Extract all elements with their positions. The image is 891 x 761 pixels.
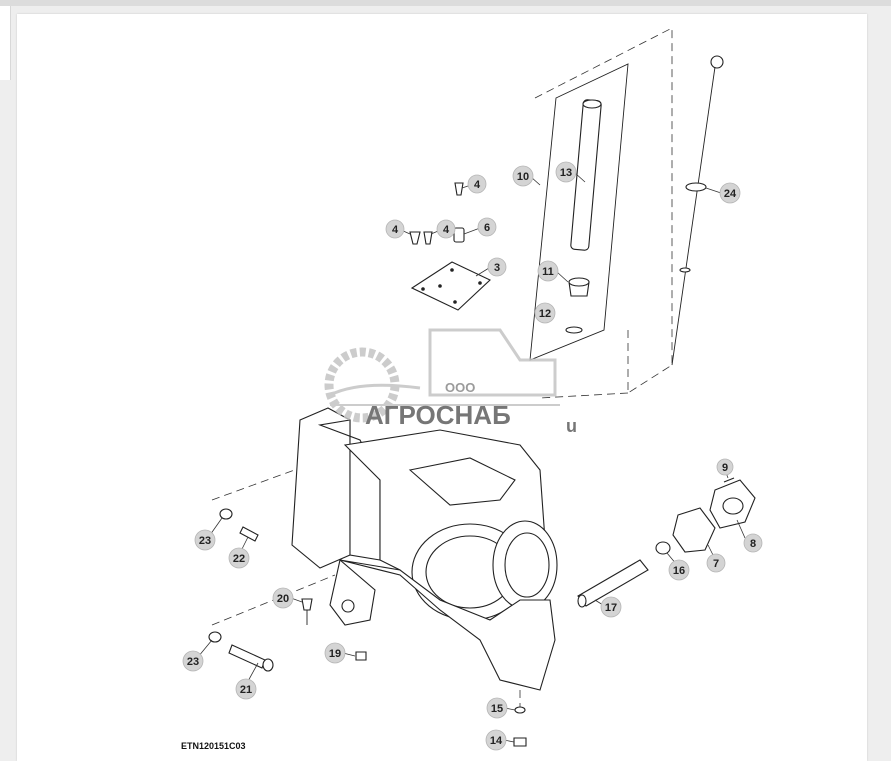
- callout: 15: [486, 697, 508, 719]
- svg-text:14: 14: [490, 735, 503, 747]
- svg-text:4: 4: [443, 224, 450, 236]
- callout: 4: [436, 219, 456, 239]
- svg-text:4: 4: [474, 179, 481, 191]
- callout: 21: [235, 678, 257, 700]
- diagram-card: ООО АГРОСНАБ u 4 4 4 6 3 10 13 11 12 24 …: [17, 14, 867, 761]
- svg-text:21: 21: [240, 684, 252, 696]
- top-bar: [0, 0, 891, 6]
- svg-text:23: 23: [199, 535, 211, 547]
- watermark-brand: АГРОСНАБ: [365, 400, 511, 430]
- callout: 4: [467, 174, 487, 194]
- watermark-suffix: u: [566, 416, 577, 436]
- svg-text:4: 4: [392, 224, 399, 236]
- exploded-parts-diagram: ООО АГРОСНАБ u 4 4 4 6 3 10 13 11 12 24 …: [181, 27, 763, 751]
- svg-text:10: 10: [517, 171, 529, 183]
- tube-panel: [529, 63, 629, 361]
- svg-text:7: 7: [713, 558, 719, 570]
- svg-text:16: 16: [673, 565, 685, 577]
- shaft: [577, 559, 649, 608]
- callout: 8: [743, 533, 763, 553]
- callout: 20: [272, 587, 294, 609]
- svg-text:3: 3: [494, 262, 500, 274]
- watermark-org: ООО: [445, 380, 475, 395]
- side-panel-strip: [0, 6, 11, 80]
- callout: 17: [600, 596, 622, 618]
- callout: 24: [719, 182, 741, 204]
- callout: 13: [555, 161, 577, 183]
- dipstick: [671, 55, 724, 366]
- callout: 7: [706, 553, 726, 573]
- svg-text:17: 17: [605, 602, 617, 614]
- callout: 12: [534, 302, 556, 324]
- transmission-housing: [291, 407, 558, 691]
- callout: 3: [487, 257, 507, 277]
- callout: 6: [477, 217, 497, 237]
- callout: 19: [324, 642, 346, 664]
- svg-text:9: 9: [722, 462, 728, 474]
- svg-text:24: 24: [724, 188, 737, 200]
- callout: 14: [485, 729, 507, 751]
- svg-text:23: 23: [187, 656, 199, 668]
- svg-text:8: 8: [750, 538, 756, 550]
- svg-text:13: 13: [560, 167, 572, 179]
- callout: 10: [512, 165, 534, 187]
- svg-text:22: 22: [233, 553, 245, 565]
- svg-text:19: 19: [329, 648, 341, 660]
- callout: 16: [668, 559, 690, 581]
- svg-text:11: 11: [542, 266, 554, 278]
- callout-group: 4 4 4 6 3 10 13 11 12 24 9 8 7 16 17 23 …: [182, 161, 763, 751]
- side-cover: [655, 477, 756, 555]
- callout: 9: [716, 458, 734, 476]
- figure-id: ETN120151C03: [181, 741, 246, 751]
- callout: 11: [537, 260, 559, 282]
- callout: 22: [228, 547, 250, 569]
- callout: 23: [182, 650, 204, 672]
- svg-text:20: 20: [277, 593, 289, 605]
- cover-plate: [409, 182, 491, 311]
- watermark-logo: ООО АГРОСНАБ u: [324, 328, 577, 436]
- svg-text:15: 15: [491, 703, 503, 715]
- svg-text:6: 6: [484, 222, 490, 234]
- callout: 23: [194, 529, 216, 551]
- callout: 4: [385, 219, 405, 239]
- svg-text:12: 12: [539, 308, 551, 320]
